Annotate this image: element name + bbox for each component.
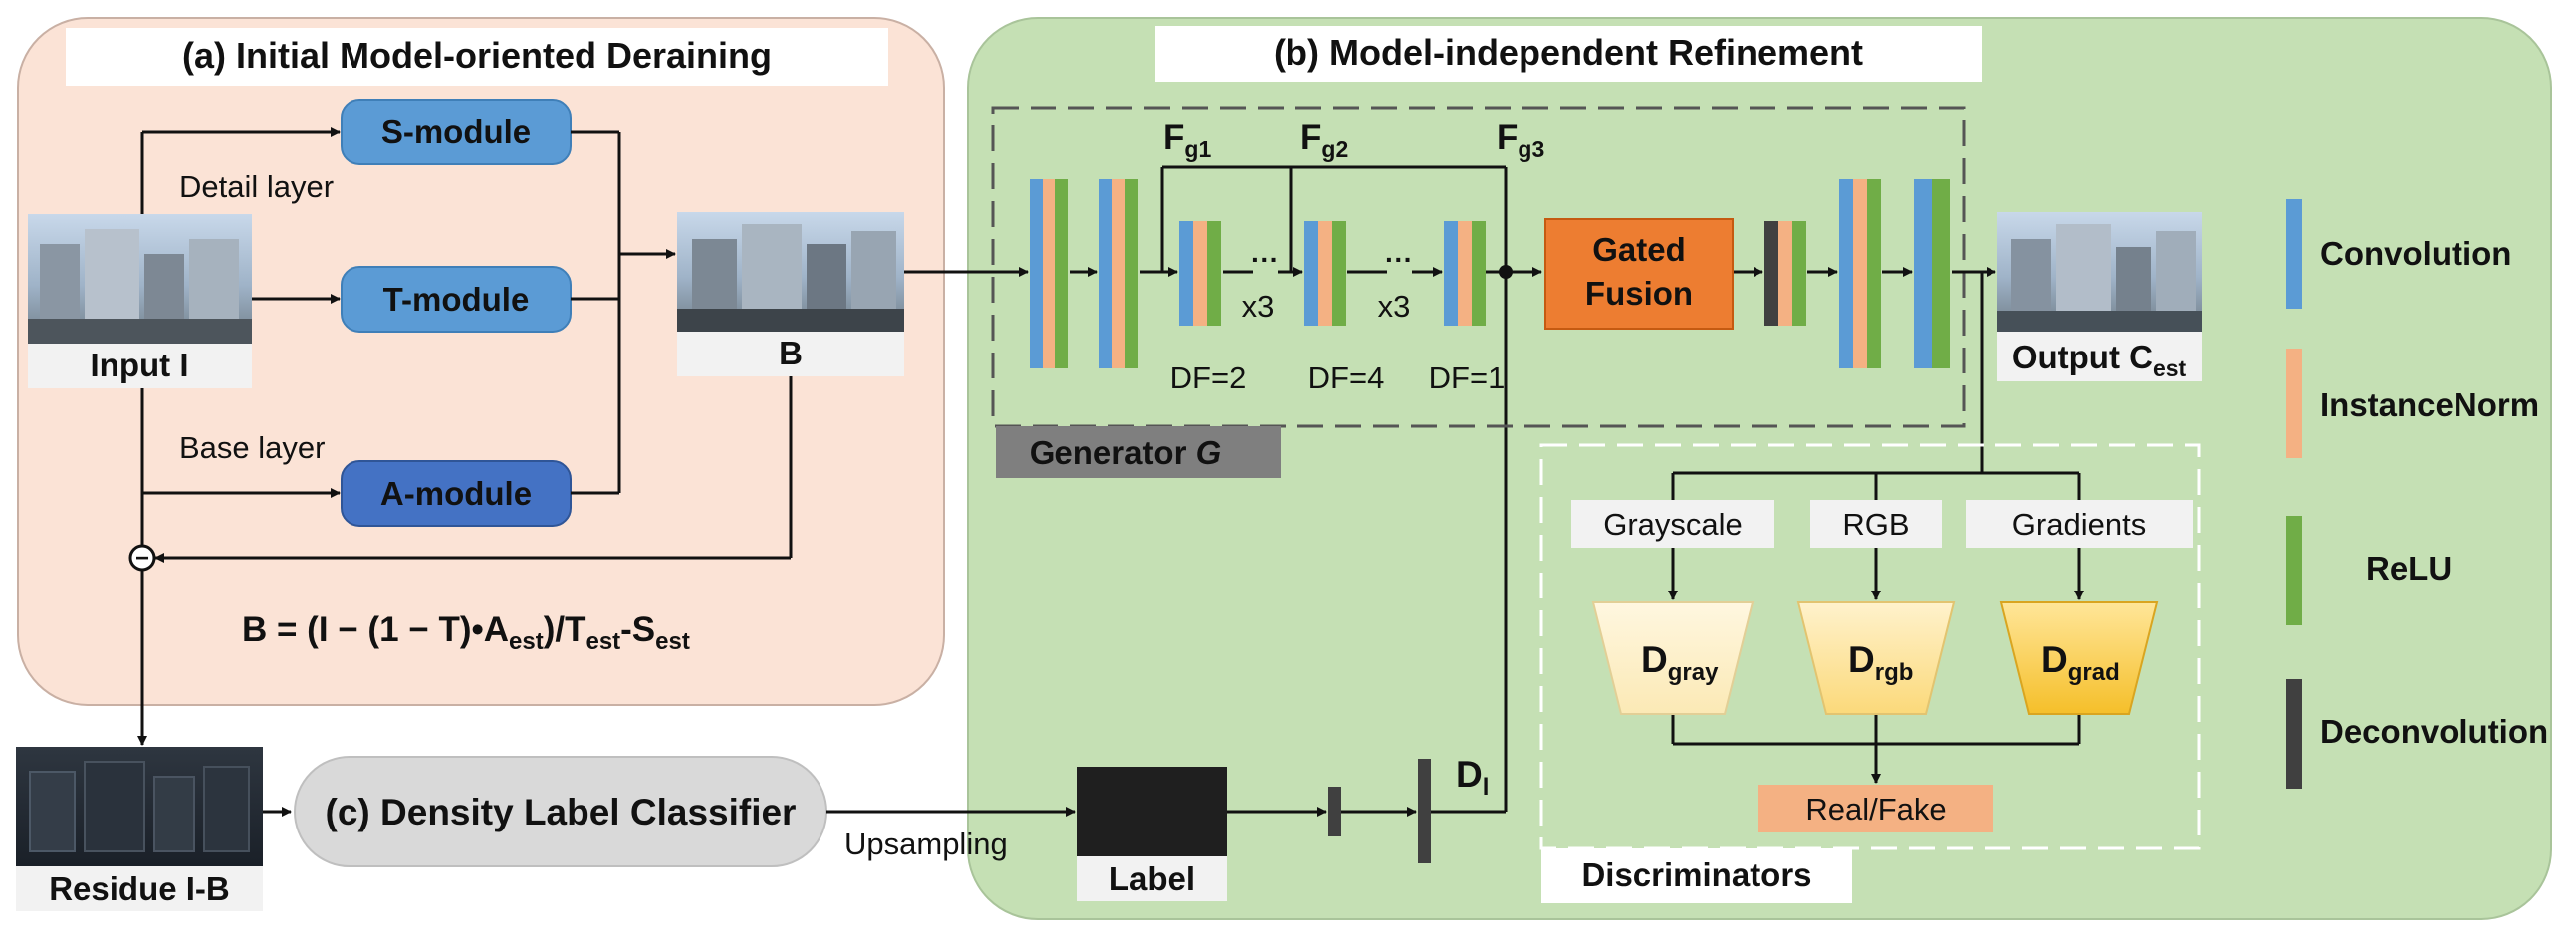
dots-2: ··· bbox=[1385, 244, 1413, 275]
dilated-block-df4 bbox=[1304, 221, 1346, 326]
legend-swatch-deconvolution bbox=[2286, 679, 2302, 789]
d-grad-label: Dgrad bbox=[2041, 639, 2120, 686]
dilated-block-df2 bbox=[1179, 221, 1221, 326]
panel-a-title-box bbox=[66, 28, 888, 86]
real-fake-box bbox=[1758, 785, 1993, 832]
df2-label: DF=2 bbox=[1170, 360, 1247, 395]
fg3-label: Fg3 bbox=[1497, 118, 1544, 162]
conv-block-2 bbox=[1099, 179, 1138, 368]
legend-label-deconvolution: Deconvolution bbox=[2320, 713, 2548, 750]
input-caption: Input I bbox=[91, 347, 189, 383]
input-caption-box bbox=[28, 344, 252, 388]
label-path bbox=[1227, 259, 1511, 817]
rgb-box bbox=[1810, 500, 1942, 548]
gated-fusion-line2: Fusion bbox=[1585, 275, 1693, 312]
residue-image bbox=[16, 747, 263, 866]
dots-1: ··· bbox=[1251, 244, 1279, 275]
b-caption: B bbox=[779, 335, 803, 371]
legend-swatch-instancenorm bbox=[2286, 349, 2302, 458]
label-conv-tall bbox=[1418, 759, 1431, 863]
discriminators-label-box bbox=[1541, 848, 1852, 903]
subtract-node bbox=[128, 544, 156, 572]
conv-block-3 bbox=[1839, 179, 1881, 368]
d-rgb-trapezoid bbox=[1796, 601, 1956, 715]
fusion-junction bbox=[1499, 265, 1513, 279]
repeat-x3-a: x3 bbox=[1242, 289, 1275, 324]
a-module-label: A-module bbox=[380, 475, 532, 512]
panel-a-background bbox=[17, 17, 945, 706]
dl-label: Dl bbox=[1456, 754, 1489, 801]
gradients-box bbox=[1966, 500, 2193, 548]
legend-label-convolution: Convolution bbox=[2320, 235, 2511, 272]
fg1-label: Fg1 bbox=[1163, 118, 1211, 162]
legend-label-relu: ReLU bbox=[2366, 550, 2452, 587]
discriminators-label: Discriminators bbox=[1581, 856, 1811, 893]
residue-caption-box bbox=[16, 866, 263, 911]
t-module-label: T-module bbox=[383, 281, 530, 318]
output-image bbox=[1997, 212, 2202, 332]
label-conv-small bbox=[1328, 787, 1341, 836]
s-module-label: S-module bbox=[381, 114, 531, 150]
label-caption-box bbox=[1077, 856, 1227, 901]
d-grad-trapezoid bbox=[1999, 601, 2159, 715]
panel-b-title: (b) Model-independent Refinement bbox=[1274, 32, 1863, 73]
conv-block-1 bbox=[1030, 179, 1068, 368]
dilated-block-df1 bbox=[1444, 221, 1486, 326]
legend-swatch-relu bbox=[2286, 516, 2302, 625]
output-caption: Output Cest bbox=[2012, 339, 2187, 381]
panel-b-title-box bbox=[1155, 26, 1982, 82]
gated-fusion-line1: Gated bbox=[1592, 231, 1686, 268]
base-layer-label: Base layer bbox=[179, 430, 325, 465]
subtract-symbol: − bbox=[135, 545, 149, 572]
d-rgb-label: Drgb bbox=[1848, 639, 1913, 686]
d-gray-trapezoid bbox=[1591, 601, 1755, 715]
detail-layer-label: Detail layer bbox=[179, 169, 334, 204]
generator-label-box bbox=[996, 426, 1281, 478]
real-fake-label: Real/Fake bbox=[1805, 792, 1946, 827]
generator-connectors bbox=[904, 165, 1996, 473]
deconv-block bbox=[1764, 221, 1806, 326]
output-caption-box bbox=[1997, 332, 2202, 381]
panel-a-title: (a) Initial Model-oriented Deraining bbox=[182, 35, 772, 76]
generator-label: Generator G bbox=[1030, 434, 1222, 471]
d-gray-label: Dgray bbox=[1641, 639, 1719, 686]
repeat-x3-b: x3 bbox=[1378, 289, 1411, 324]
formula: B = (I − (1 − T)•Aest)/Test-Sest bbox=[242, 610, 690, 655]
upsampling-label: Upsampling bbox=[844, 827, 1008, 861]
input-image bbox=[28, 214, 252, 344]
gradients-label: Gradients bbox=[2012, 507, 2146, 542]
b-caption-box bbox=[677, 332, 904, 376]
df4-label: DF=4 bbox=[1308, 360, 1385, 395]
label-caption: Label bbox=[1109, 860, 1195, 897]
rgb-label: RGB bbox=[1842, 507, 1909, 542]
b-image bbox=[677, 212, 904, 332]
conv-block-4 bbox=[1914, 179, 1950, 368]
label-map bbox=[1077, 767, 1227, 856]
fg2-label: Fg2 bbox=[1300, 118, 1348, 162]
discriminator-connectors bbox=[1668, 471, 2084, 784]
gated-fusion bbox=[1544, 218, 1734, 330]
classifier-title: (c) Density Label Classifier bbox=[326, 792, 797, 832]
legend-swatch-convolution bbox=[2286, 199, 2302, 309]
legend-label-instancenorm: InstanceNorm bbox=[2320, 386, 2539, 423]
legend: Convolution InstanceNorm ReLU Deconvolut… bbox=[2286, 199, 2548, 789]
df1-label: DF=1 bbox=[1429, 360, 1506, 395]
grayscale-label: Grayscale bbox=[1603, 507, 1743, 542]
panel-a-connectors bbox=[137, 127, 793, 746]
residue-caption: Residue I-B bbox=[49, 870, 230, 907]
grayscale-box bbox=[1571, 500, 1774, 548]
discriminators-box bbox=[1539, 443, 2201, 850]
